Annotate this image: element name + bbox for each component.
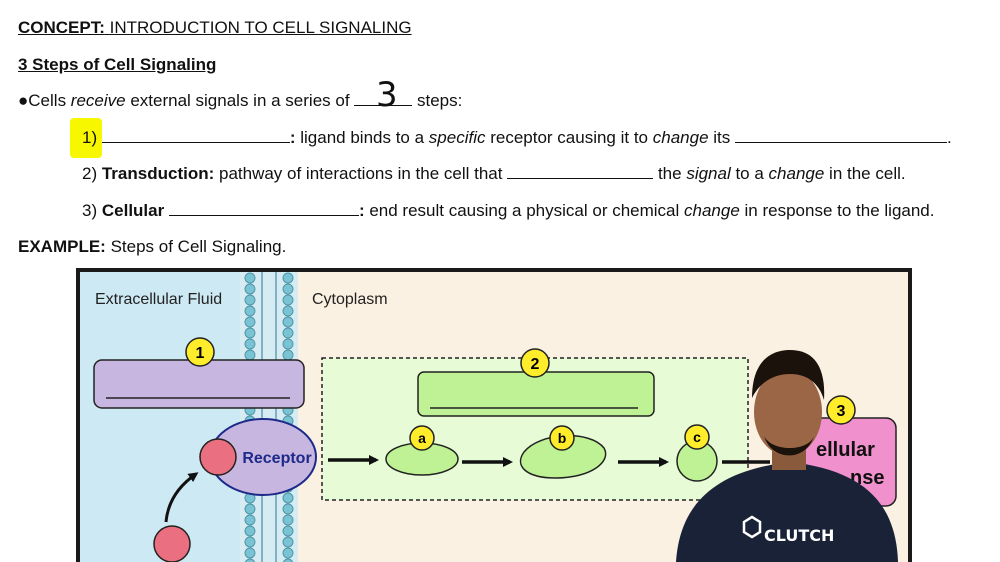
phospholipid-head: [244, 503, 256, 515]
step-1-term-blank: [101, 127, 290, 143]
concept-prefix: CONCEPT:: [18, 18, 105, 37]
extracellular-label: Extracellular Fluid: [95, 291, 222, 308]
sub-marker-c-label: c: [693, 429, 701, 445]
phospholipid-head: [282, 294, 294, 306]
ligand-arrow: [164, 472, 199, 523]
handwritten-answer: 3: [376, 75, 398, 115]
reception-box: [93, 359, 305, 409]
phospholipid-head: [244, 305, 256, 317]
extracellular-region: [80, 272, 242, 562]
bullet-mark: ●: [18, 91, 29, 110]
clutch-logo: CLUTCH: [742, 515, 834, 545]
step-3-blank: [168, 200, 359, 216]
marker-1: [185, 337, 215, 367]
clutch-hexagon-icon: [742, 515, 762, 539]
step-2-blank: [507, 163, 654, 179]
step-3: 3) Cellular : end result causing a physi…: [82, 200, 935, 220]
phospholipid-head: [244, 349, 256, 361]
phospholipid-head: [244, 272, 256, 284]
example-line: EXAMPLE: Steps of Cell Signaling.: [18, 237, 287, 256]
cytoplasm-label: Cytoplasm: [312, 291, 388, 308]
phospholipid-head: [282, 349, 294, 361]
phospholipid-head: [244, 294, 256, 306]
clutch-logo-text: CLUTCH: [764, 526, 834, 545]
phospholipid-head: [244, 525, 256, 537]
phospholipid-head: [244, 536, 256, 548]
marker-1-label: 1: [196, 345, 205, 362]
presenter-video: CLUTCH: [676, 350, 898, 562]
free-ligand: [153, 525, 191, 562]
step-1-change-blank: [734, 127, 947, 143]
sub-marker-a: [409, 425, 435, 451]
cell-membrane: [240, 272, 298, 562]
marker-2: [520, 348, 550, 378]
phospholipid-head: [282, 327, 294, 339]
receptor-label: Receptor: [242, 450, 311, 467]
marker-3-label: 3: [837, 403, 846, 420]
response-label-1: ellular: [816, 439, 875, 461]
phospholipid-head: [282, 283, 294, 295]
marker-2-label: 2: [531, 356, 540, 373]
concept-heading: CONCEPT: INTRODUCTION TO CELL SIGNALING: [18, 17, 412, 39]
phospholipid-head: [282, 525, 294, 537]
sub-marker-b-label: b: [558, 430, 567, 446]
phospholipid-head: [282, 338, 294, 350]
bound-ligand: [199, 438, 237, 476]
phospholipid-head: [244, 283, 256, 295]
transduction-box: [417, 371, 655, 417]
step-1: 1) : ligand binds to a specific receptor…: [82, 127, 952, 147]
phospholipid-head: [282, 272, 294, 284]
phospholipid-head: [244, 558, 256, 562]
concept-title: INTRODUCTION TO CELL SIGNALING: [109, 18, 412, 37]
marker-3: [826, 395, 856, 425]
step-2: 2) Transduction: pathway of interactions…: [82, 163, 906, 183]
sub-marker-a-label: a: [418, 430, 426, 446]
sub-marker-c: [684, 424, 710, 450]
phospholipid-head: [282, 514, 294, 526]
phospholipid-head: [244, 547, 256, 559]
sub-marker-b: [549, 425, 575, 451]
phospholipid-head: [244, 327, 256, 339]
bullet-line: ●Cells receive external signals in a ser…: [18, 90, 463, 110]
phospholipid-head: [282, 536, 294, 548]
phospholipid-head: [282, 503, 294, 515]
section-title: 3 Steps of Cell Signaling: [18, 55, 217, 74]
phospholipid-head: [244, 514, 256, 526]
step-1-highlight: [70, 118, 102, 158]
phospholipid-head: [282, 547, 294, 559]
answer-blank: [354, 90, 413, 106]
phospholipid-head: [244, 338, 256, 350]
phospholipid-head: [282, 316, 294, 328]
phospholipid-head: [282, 558, 294, 562]
phospholipid-head: [282, 305, 294, 317]
phospholipid-head: [244, 316, 256, 328]
phospholipid-head: [282, 492, 294, 504]
